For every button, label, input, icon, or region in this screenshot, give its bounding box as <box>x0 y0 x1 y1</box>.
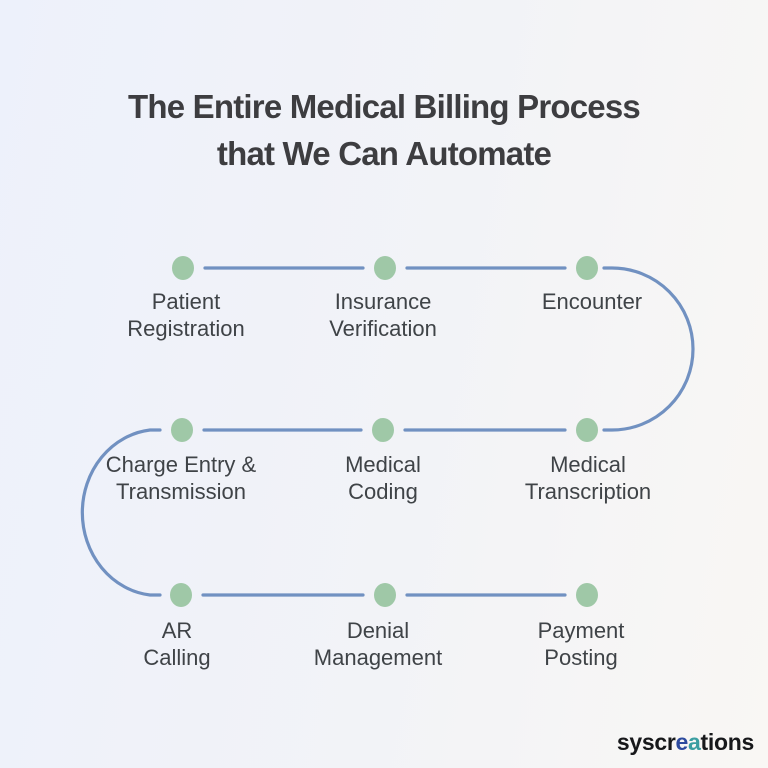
page-title: The Entire Medical Billing Process that … <box>128 88 641 172</box>
step-label-patient-registration: Patient Registration <box>127 289 245 342</box>
flow-arc-left <box>80 428 162 597</box>
step-label-payment-posting: Payment Posting <box>537 618 625 671</box>
logo-text-suffix: tions <box>700 729 755 755</box>
step-dot <box>576 583 598 607</box>
step-label-encounter: Encounter <box>541 289 643 314</box>
step-dot <box>372 418 394 442</box>
step-dot <box>576 418 598 442</box>
step-label-denial-management: Denial Management <box>313 618 443 671</box>
step-dot <box>576 256 598 280</box>
flow-arc-right <box>602 266 695 432</box>
step-dot <box>172 256 194 280</box>
syscreations-logo: syscreations <box>617 729 754 756</box>
step-label-medical-transcription: Medical Transcription <box>524 452 652 505</box>
step-label-ar-calling: AR Calling <box>143 618 211 671</box>
step-dot <box>374 256 396 280</box>
logo-accent-e: e <box>675 729 689 755</box>
step-dot <box>171 418 193 442</box>
step-dot <box>170 583 192 607</box>
step-label-charge-entry-transmission: Charge Entry & Transmission <box>105 452 257 505</box>
step-label-medical-coding: Medical Coding <box>345 452 421 505</box>
step-dot <box>374 583 396 607</box>
logo-text-prefix: syscr <box>616 729 676 755</box>
step-label-insurance-verification: Insurance Verification <box>329 289 437 342</box>
logo-accent-a: a <box>688 729 701 755</box>
